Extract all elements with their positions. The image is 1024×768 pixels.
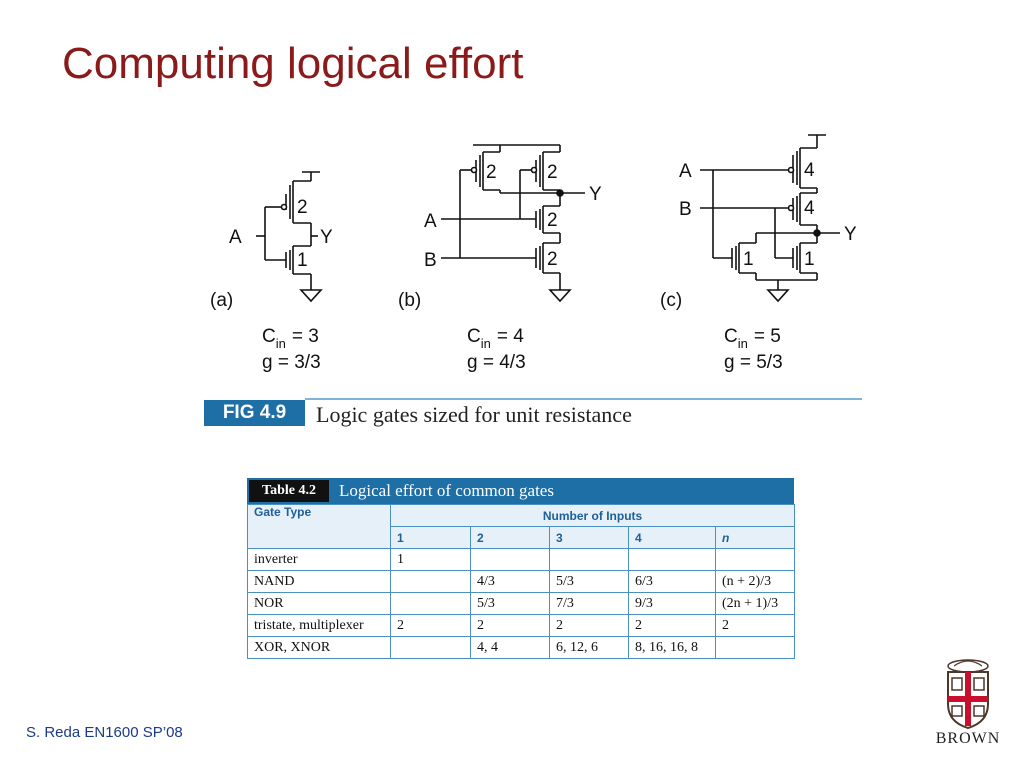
table-header-bar: Table 4.2 Logical effort of common gates: [247, 478, 794, 504]
panel-b-size-n1: 2: [547, 210, 558, 231]
figure-tag: FIG 4.9: [204, 400, 305, 426]
col-header-2: 2: [470, 526, 550, 549]
value-cell: [714, 636, 796, 659]
panel-b-output-y: Y: [589, 184, 602, 205]
value-cell: [390, 636, 471, 659]
gate-cell: tristate, multiplexer: [247, 614, 391, 637]
gate-cell: NOR: [247, 592, 391, 615]
col-header-n: n: [714, 526, 796, 549]
panel-a-input-a: A: [229, 227, 242, 248]
value-cell: 5/3: [549, 570, 629, 593]
gate-cell: XOR, XNOR: [247, 636, 391, 659]
panel-c-cin: Cin= 5: [724, 326, 781, 351]
value-cell: 2: [470, 614, 550, 637]
value-cell: 8, 16, 16, 8: [628, 636, 716, 659]
panel-b-g: g = 4/3: [467, 352, 526, 373]
col-header-1: 1: [390, 526, 471, 549]
gate-type-header: Gate Type: [247, 504, 391, 549]
value-cell: [628, 548, 716, 571]
value-cell: 1: [390, 548, 471, 571]
panel-a-inverter: [256, 171, 323, 303]
value-cell: (n + 2)/3: [714, 570, 796, 593]
brown-logo: BROWN: [920, 656, 1016, 756]
value-cell: 4, 4: [470, 636, 550, 659]
value-cell: 2: [390, 614, 471, 637]
table-row: NAND 4/3 5/3 6/3 (n + 2)/3: [247, 570, 796, 593]
panel-c-output-y: Y: [844, 224, 857, 245]
panel-b-cin: Cin= 4: [467, 326, 524, 351]
table-title: Logical effort of common gates: [339, 481, 554, 500]
panel-b-nand2: [441, 144, 585, 303]
figure-caption-bar: FIG 4.9 Logic gates sized for unit resis…: [204, 398, 862, 428]
panel-c-size-n2: 1: [804, 249, 815, 270]
panel-a-label: (a): [210, 290, 233, 311]
panel-b-size-p1: 2: [486, 162, 497, 183]
table-row: inverter 1: [247, 548, 796, 571]
circuit-diagrams: A Y 2 1 (a) Cin= 3 g = 3/3 A B Y 2 2 2 2…: [210, 134, 857, 373]
value-cell: [390, 592, 471, 615]
value-cell: 2: [628, 614, 716, 637]
figure-caption: Logic gates sized for unit resistance: [316, 402, 632, 427]
panel-c-size-p2: 4: [804, 198, 815, 219]
value-cell: 9/3: [628, 592, 716, 615]
value-cell: 2: [549, 614, 629, 637]
panel-a-g: g = 3/3: [262, 352, 321, 373]
value-cell: (2n + 1)/3: [714, 592, 796, 615]
table-row: tristate, multiplexer 2 2 2 2 2: [247, 614, 796, 637]
value-cell: [549, 548, 629, 571]
logical-effort-table: Table 4.2 Logical effort of common gates…: [247, 478, 796, 659]
panel-a-cin: Cin= 3: [262, 326, 319, 351]
brown-shield-icon: [947, 659, 989, 730]
panel-b-label: (b): [398, 290, 421, 311]
gate-cell: inverter: [247, 548, 391, 571]
panel-c-input-a: A: [679, 161, 692, 182]
panel-a-output-y: Y: [320, 227, 333, 248]
value-cell: 2: [714, 614, 796, 637]
value-cell: 7/3: [549, 592, 629, 615]
value-cell: 4/3: [470, 570, 550, 593]
slide-title: Computing logical effort: [62, 39, 524, 88]
value-cell: 6/3: [628, 570, 716, 593]
effort-table: Gate Type Number of Inputs 1 2 3 4 n inv…: [247, 504, 796, 659]
panel-a-size-p: 2: [297, 197, 308, 218]
panel-c-input-b: B: [679, 199, 692, 220]
slide-footer: S. Reda EN1600 SP’08: [26, 724, 183, 741]
caption-rule: [305, 398, 862, 400]
value-cell: [714, 548, 796, 571]
panel-c-label: (c): [660, 290, 682, 311]
panel-b-size-p2: 2: [547, 162, 558, 183]
gate-cell: NAND: [247, 570, 391, 593]
panel-b-input-b: B: [424, 250, 437, 271]
panel-a-size-n: 1: [297, 250, 308, 271]
panel-c-size-p1: 4: [804, 160, 815, 181]
table-row: XOR, XNOR 4, 4 6, 12, 6 8, 16, 16, 8: [247, 636, 796, 659]
col-header-4: 4: [628, 526, 716, 549]
table-row: NOR 5/3 7/3 9/3 (2n + 1)/3: [247, 592, 796, 615]
panel-b-size-n2: 2: [547, 249, 558, 270]
value-cell: [470, 548, 550, 571]
value-cell: 5/3: [470, 592, 550, 615]
value-cell: [390, 570, 471, 593]
logo-wordmark: BROWN: [935, 730, 1001, 747]
value-cell: 6, 12, 6: [549, 636, 629, 659]
panel-b-input-a: A: [424, 211, 437, 232]
col-header-3: 3: [549, 526, 629, 549]
panel-c-size-n1: 1: [743, 249, 754, 270]
table-tag: Table 4.2: [249, 480, 329, 502]
panel-c-nor2: [700, 134, 840, 303]
inputs-header: Number of Inputs: [389, 504, 796, 527]
panel-c-g: g = 5/3: [724, 352, 783, 373]
